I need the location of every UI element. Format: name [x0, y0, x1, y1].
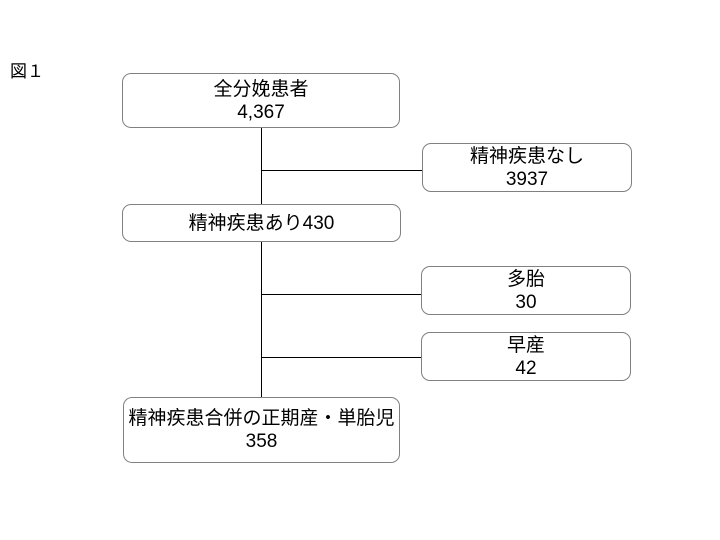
node-value: 30 [515, 291, 537, 313]
node-label: 精神疾患なし [469, 145, 584, 167]
node-no-mental-illness: 精神疾患なし 3937 [422, 143, 632, 192]
node-value: 4,367 [237, 101, 285, 123]
connector-branch-no-mental-illness [261, 170, 423, 172]
node-label: 全分娩患者 [213, 78, 309, 100]
node-value: 42 [515, 357, 537, 379]
node-term-singleton-with-mental-illness: 精神疾患合併の正期産・単胎児 358 [123, 397, 400, 463]
node-preterm-birth: 早産 42 [421, 332, 631, 381]
connector-with-mental-to-final [261, 242, 263, 398]
node-value: 3937 [505, 168, 549, 190]
node-total-deliveries: 全分娩患者 4,367 [122, 73, 400, 128]
connector-total-to-with-mental [261, 128, 263, 205]
connector-branch-preterm-birth [261, 357, 422, 359]
node-value: 358 [245, 431, 278, 452]
node-label: 早産 [506, 334, 545, 356]
node-label: 多胎 [506, 268, 545, 290]
connector-branch-multiple-gestation [261, 294, 422, 296]
node-multiple-gestation: 多胎 30 [421, 266, 631, 315]
node-label: 精神疾患合併の正期産・単胎児 [128, 408, 395, 429]
figure-label: 図１ [10, 62, 44, 81]
node-label: 精神疾患あり430 [188, 212, 335, 234]
node-with-mental-illness: 精神疾患あり430 [122, 204, 401, 242]
